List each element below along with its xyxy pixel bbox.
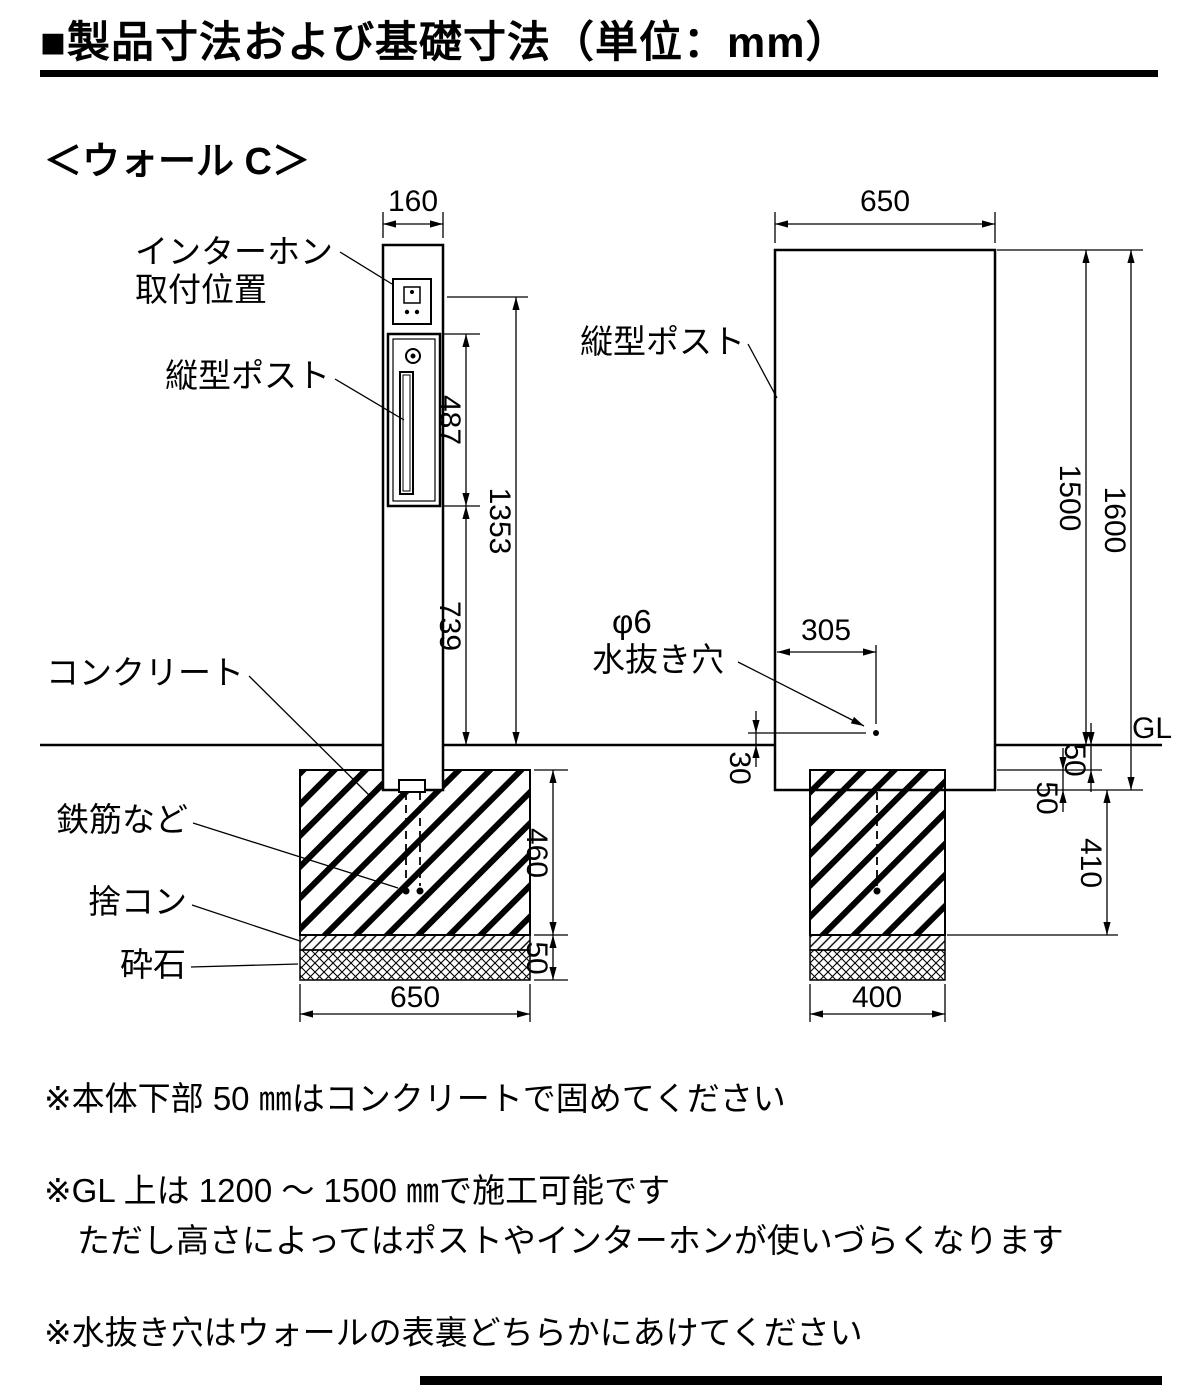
- rebar-label: 鉄筋など: [56, 801, 188, 838]
- model-name: ＜ウォール C＞: [44, 141, 311, 183]
- note-gl-range: ※GL 上は 1200 ～ 1500 ㎜で施工可能です: [44, 1172, 671, 1209]
- side-crushed-stone-layer: [809, 949, 946, 981]
- intercom-leader-line: [339, 251, 393, 285]
- side-width-dim: 650: [860, 185, 910, 218]
- intercom-height-dim: 1353: [483, 488, 516, 555]
- section-title: ■製品寸法および基礎寸法（単位：mm）: [40, 19, 850, 67]
- embed-depth-dim: 50: [1030, 781, 1063, 814]
- lean-concrete-label: 捨コン: [88, 883, 187, 920]
- drain-leader-line: [737, 661, 865, 727]
- post-box-to-gl-dim: 739: [433, 601, 466, 651]
- anchor-rebar: [398, 779, 426, 895]
- drain-offset-dim: 305: [801, 614, 851, 647]
- note-body-bottom: ※本体下部 50 ㎜はコンクリートで固めてください: [44, 1080, 786, 1117]
- base-layers-dim: 50: [520, 941, 553, 974]
- concrete-label: コンクリート: [46, 654, 244, 691]
- front-view: 160 487 739 1353 460: [46, 185, 568, 1022]
- gl-label: GL: [1132, 712, 1172, 745]
- crushed-stone-leader-line: [190, 963, 299, 968]
- post-box-front: [386, 332, 442, 508]
- front-post-body: [381, 243, 445, 792]
- footing-below-dim: 410: [1074, 838, 1107, 888]
- post-box-height-dim: 487: [433, 395, 466, 445]
- height-above-gl-dim: 1500: [1053, 465, 1086, 532]
- side-post-label: 縦型ポスト: [580, 323, 745, 360]
- side-lean-concrete-layer: [809, 934, 946, 951]
- intercom-label-line1: インターホン: [135, 233, 333, 270]
- front-footing-concrete: [299, 769, 531, 936]
- post-leader-line: [334, 378, 405, 421]
- total-height-dim: 1600: [1098, 487, 1131, 554]
- lean-concrete-leader-line: [191, 904, 301, 942]
- side-labels: 縦型ポスト φ6 水抜き穴 GL: [580, 323, 1172, 745]
- rebar-leader-line: [192, 822, 399, 889]
- note-drain-hole: ※水抜き穴はウォールの表裏どちらかにあけてください: [44, 1314, 863, 1351]
- side-view: 650 1500 1600 50: [580, 185, 1172, 1022]
- side-wall-body: [773, 248, 997, 792]
- side-post-leader-line: [747, 343, 778, 399]
- front-post-label: 縦型ポスト: [165, 357, 330, 394]
- title-underline: [40, 70, 1158, 77]
- front-dimensions: 160 487 739 1353 460: [299, 185, 568, 1022]
- crushed-stone-label: 砕石: [120, 946, 186, 983]
- side-anchor-rebar: [873, 792, 881, 895]
- drain-hole-label: 水抜き穴: [592, 641, 724, 678]
- front-footing-width-dim: 650: [390, 981, 440, 1014]
- intercom-unit-icon: [392, 278, 432, 325]
- cropped-next-section-rule: [420, 1376, 1162, 1385]
- front-width-dim: 160: [388, 185, 438, 218]
- drain-dia-label: φ6: [612, 603, 652, 640]
- side-footing-width-dim: 400: [852, 981, 902, 1014]
- concrete-leader-line: [248, 675, 373, 799]
- note-gl-range-continued: ただし高さによってはポストやインターホンが使いづらくなります: [44, 1222, 1064, 1259]
- front-lean-concrete-layer: [299, 934, 531, 951]
- intercom-label-line2: 取付位置: [135, 271, 267, 308]
- front-labels: インターホン 取付位置 縦型ポスト コンクリート 鉄筋など 捨コン 砕石: [46, 233, 405, 983]
- drain-hole: [873, 730, 879, 736]
- side-dimensions: 650 1500 1600 50: [723, 185, 1143, 1022]
- drain-above-gl-dim: 30: [723, 751, 756, 784]
- front-crushed-stone-layer: [299, 949, 531, 981]
- footing-depth-dim: 460: [520, 828, 553, 878]
